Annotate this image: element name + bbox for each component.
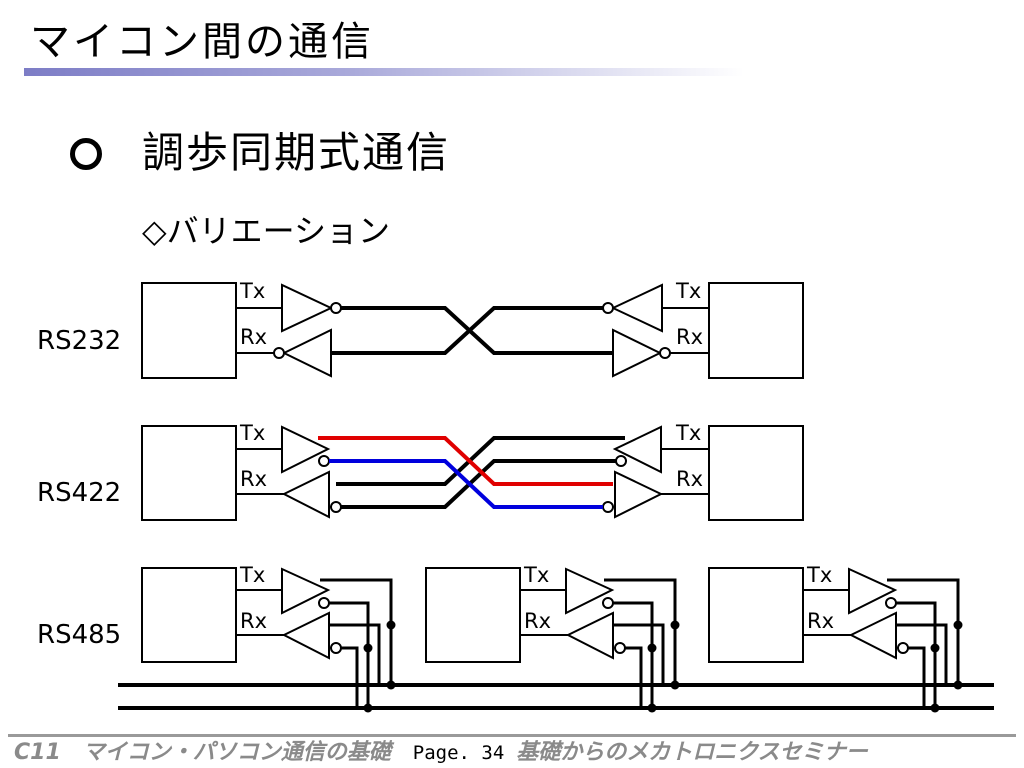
rs422-label: RS422 — [37, 478, 121, 508]
rs232-crossover-wires — [331, 306, 613, 355]
footer-course-title: C11 マイコン・パソコン通信の基礎 — [14, 740, 391, 765]
rs232-right-rx-inverter-bubble — [659, 347, 671, 359]
rs422-right-rx-inverter-bubble — [602, 501, 614, 513]
rs422-right-rx-receiver — [614, 470, 664, 519]
rs485-node-2-mcu-box — [425, 567, 521, 663]
rs422-left-tx-label: Tx — [239, 421, 265, 445]
rs232-left-rx-label: Rx — [240, 325, 267, 349]
rs232-left-rx-inverter-bubble — [273, 347, 285, 359]
rs485-node-3-tx-inverter-bubble — [885, 597, 897, 609]
title-underline — [24, 68, 744, 76]
footer-page-number: Page. 34 — [412, 742, 505, 764]
rs232-left-tx-driver — [281, 283, 334, 333]
rs485-node-2-rx-receiver — [565, 611, 614, 660]
rs422-left-rx-receiver — [281, 470, 330, 519]
rs485-node-1: Tx Rx — [141, 563, 396, 713]
rs232-left-tx-label: Tx — [239, 279, 265, 303]
subheading: ◇バリエーション — [142, 212, 390, 250]
rs422-right-tx-label: Tx — [675, 421, 701, 445]
slide-title: マイコン間の通信 — [30, 19, 374, 65]
section-heading: 調歩同期式通信 — [70, 125, 450, 181]
rs485-node-3-rx-label: Rx — [807, 609, 834, 633]
rs232-diagram: RS232 Tx Rx Tx Rx — [37, 279, 804, 379]
rs485-node-1-rx-inverter-bubble — [330, 642, 342, 654]
footer-seminar-title: 基礎からのメカトロニクスセミナー — [516, 740, 868, 765]
rs485-node-2: Tx Rx — [425, 563, 680, 713]
footer: C11 マイコン・パソコン通信の基礎 Page. 34 基礎からのメカトロニクスセミ… — [14, 738, 868, 768]
rs485-label: RS485 — [37, 620, 121, 650]
rs422-left-tx-inverter-bubble — [318, 455, 330, 467]
rs485-node-2-tx-driver — [565, 567, 615, 615]
rs232-right-rx-receiver — [612, 328, 663, 378]
rs485-node-2-rx-inverter-bubble — [614, 642, 626, 654]
rs232-left-rx-receiver — [281, 328, 332, 378]
rs485-node-1-tx-label: Tx — [239, 563, 265, 587]
rs485-node-3-tx-driver — [848, 567, 898, 615]
rs422-left-rx-inverter-bubble — [330, 501, 342, 513]
rs485-node-1-tx-inverter-bubble — [318, 597, 330, 609]
rs422-differential-wires — [318, 436, 625, 509]
rs422-right-tx-inverter-bubble — [615, 455, 627, 467]
rs485-node-1-rx-label: Rx — [240, 609, 267, 633]
rs485-node-1-tx-driver — [281, 567, 331, 615]
rs485-bus-lines — [118, 683, 994, 710]
rs485-node-2-rx-label: Rx — [524, 609, 551, 633]
rs232-right-tx-driver — [610, 283, 663, 333]
rs232-right-tx-label: Tx — [675, 279, 701, 303]
rs485-node-2-tx-label: Tx — [523, 563, 549, 587]
rs232-right-tx-inverter-bubble — [602, 302, 614, 314]
rs485-node-2-tx-inverter-bubble — [602, 597, 614, 609]
rs422-left-tx-driver — [281, 425, 331, 474]
rs232-left-mcu-box — [141, 282, 237, 379]
rs485-node-1-rx-receiver — [281, 611, 330, 660]
rs422-right-tx-driver — [612, 425, 662, 474]
footer-divider — [8, 734, 1016, 737]
rs485-node-3-tx-label: Tx — [806, 563, 832, 587]
rs232-label: RS232 — [37, 326, 121, 356]
rs232-right-rx-label: Rx — [676, 325, 703, 349]
rs485-node-3: Tx Rx — [708, 563, 963, 713]
rs422-right-rx-label: Rx — [676, 467, 703, 491]
rs485-node-3-rx-inverter-bubble — [897, 642, 909, 654]
rs232-left-tx-inverter-bubble — [330, 302, 342, 314]
rs422-left-mcu-box — [141, 425, 237, 521]
rs422-left-rx-label: Rx — [240, 467, 267, 491]
circle-bullet-icon — [70, 138, 102, 170]
rs422-right-mcu-box — [708, 425, 804, 521]
rs422-diagram: RS422 Tx Rx Tx Rx — [37, 421, 804, 521]
rs232-right-mcu-box — [708, 282, 804, 379]
rs485-node-3-mcu-box — [708, 567, 804, 663]
rs485-diagram: RS485 Tx Rx — [37, 563, 994, 713]
rs485-node-1-mcu-box — [141, 567, 237, 663]
section-heading-text: 調歩同期式通信 — [142, 128, 451, 177]
rs485-node-3-rx-receiver — [848, 611, 897, 660]
